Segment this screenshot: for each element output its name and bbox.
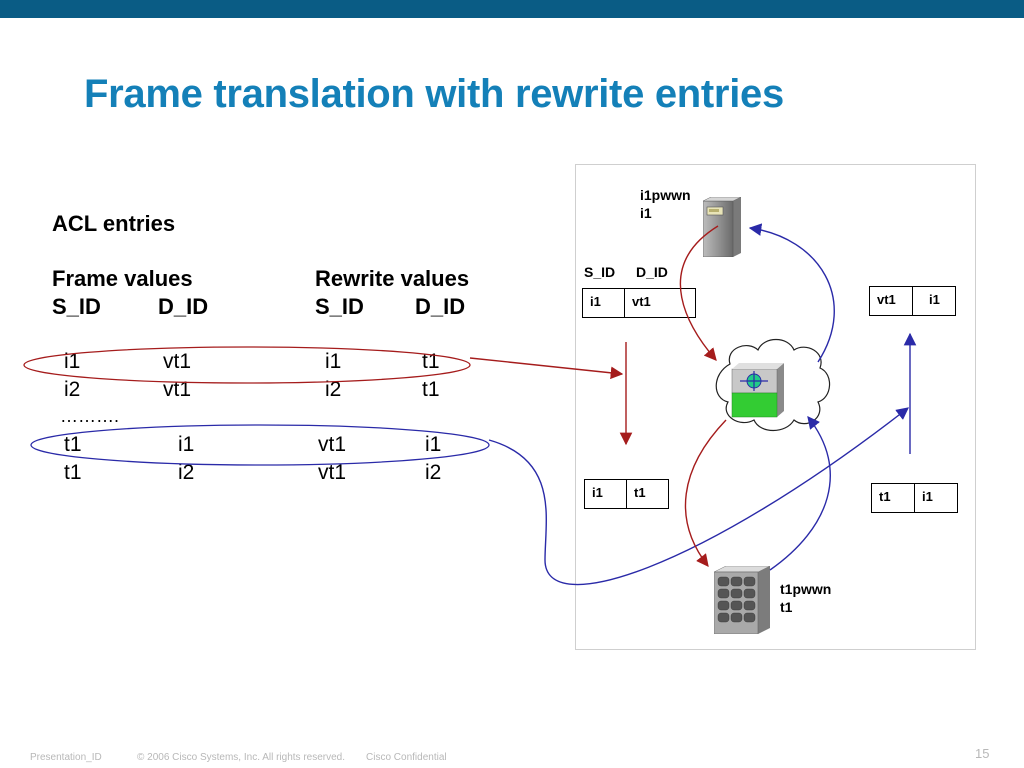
frame-did: i1 xyxy=(929,292,940,307)
acl-cell: vt1 xyxy=(163,378,192,401)
frame-in-top: i1 vt1 xyxy=(582,288,696,318)
footer-copyright: © 2006 Cisco Systems, Inc. All rights re… xyxy=(137,752,346,763)
acl-cell: i1 xyxy=(178,433,195,456)
acl-forward-arrow xyxy=(469,357,624,380)
frame-sid: vt1 xyxy=(870,287,913,315)
acl-cell: vt1 xyxy=(163,350,192,373)
frame-sid: i1 xyxy=(585,480,627,508)
footer-presentation-id: Presentation_ID xyxy=(30,752,102,763)
switch-icon xyxy=(731,363,784,418)
frame-did: vt1 xyxy=(632,294,651,309)
frame-sid-header: S_ID xyxy=(52,294,101,319)
acl-heading: ACL entries xyxy=(52,211,176,236)
slide-title: Frame translation with rewrite entries xyxy=(84,72,784,116)
initiator-to-switch-arrow xyxy=(679,225,719,361)
rewrite-sid-header: S_ID xyxy=(315,294,364,319)
target-to-switch-arrow xyxy=(769,416,831,571)
acl-cell: i1 xyxy=(425,433,442,456)
target-pwwn: t1pwwn xyxy=(780,581,832,597)
frame-out-top: vt1 i1 xyxy=(869,286,956,316)
frame-values-label: Frame values xyxy=(52,266,193,291)
frame-did: t1 xyxy=(634,485,646,500)
header-did: D_ID xyxy=(636,264,668,280)
target-id: t1 xyxy=(780,599,793,615)
acl-cell: i2 xyxy=(178,461,195,484)
rewrite-values-label: Rewrite values xyxy=(315,266,470,291)
storage-array-icon xyxy=(713,565,771,635)
server-icon xyxy=(702,196,742,258)
acl-cell: vt1 xyxy=(318,461,347,484)
page-number: 15 xyxy=(975,746,990,761)
acl-cell: i1 xyxy=(64,350,81,373)
frame-out-bottom: t1 i1 xyxy=(871,483,958,513)
frame-in-bottom: i1 t1 xyxy=(584,479,669,509)
rewrite-did-header: D_ID xyxy=(415,294,466,319)
frame-sid: i1 xyxy=(583,289,625,317)
top-banner xyxy=(0,0,1024,18)
acl-cell: i2 xyxy=(64,378,81,401)
initiator-id: i1 xyxy=(640,205,652,221)
acl-cell: t1 xyxy=(64,461,82,484)
acl-ellipsis: ………. xyxy=(60,406,120,426)
acl-cell: i2 xyxy=(325,378,342,401)
header-sid: S_ID xyxy=(584,264,616,280)
initiator-pwwn: i1pwwn xyxy=(640,187,691,203)
acl-reverse-arrow xyxy=(488,407,909,586)
acl-highlight-ellipse-forward xyxy=(23,346,471,384)
acl-cell: i2 xyxy=(425,461,442,484)
frame-sid: t1 xyxy=(872,484,915,512)
switch-to-initiator-arrow xyxy=(748,223,835,363)
frame-did: i1 xyxy=(922,489,933,504)
acl-cell: t1 xyxy=(64,433,82,456)
acl-cell: i1 xyxy=(325,350,342,373)
footer-confidential: Cisco Confidential xyxy=(366,752,447,763)
frame-did-header: D_ID xyxy=(158,294,209,319)
acl-cell: t1 xyxy=(422,378,440,401)
acl-cell: vt1 xyxy=(318,433,347,456)
acl-highlight-ellipse-reverse xyxy=(30,424,490,466)
switch-to-target-arrow xyxy=(684,419,727,567)
